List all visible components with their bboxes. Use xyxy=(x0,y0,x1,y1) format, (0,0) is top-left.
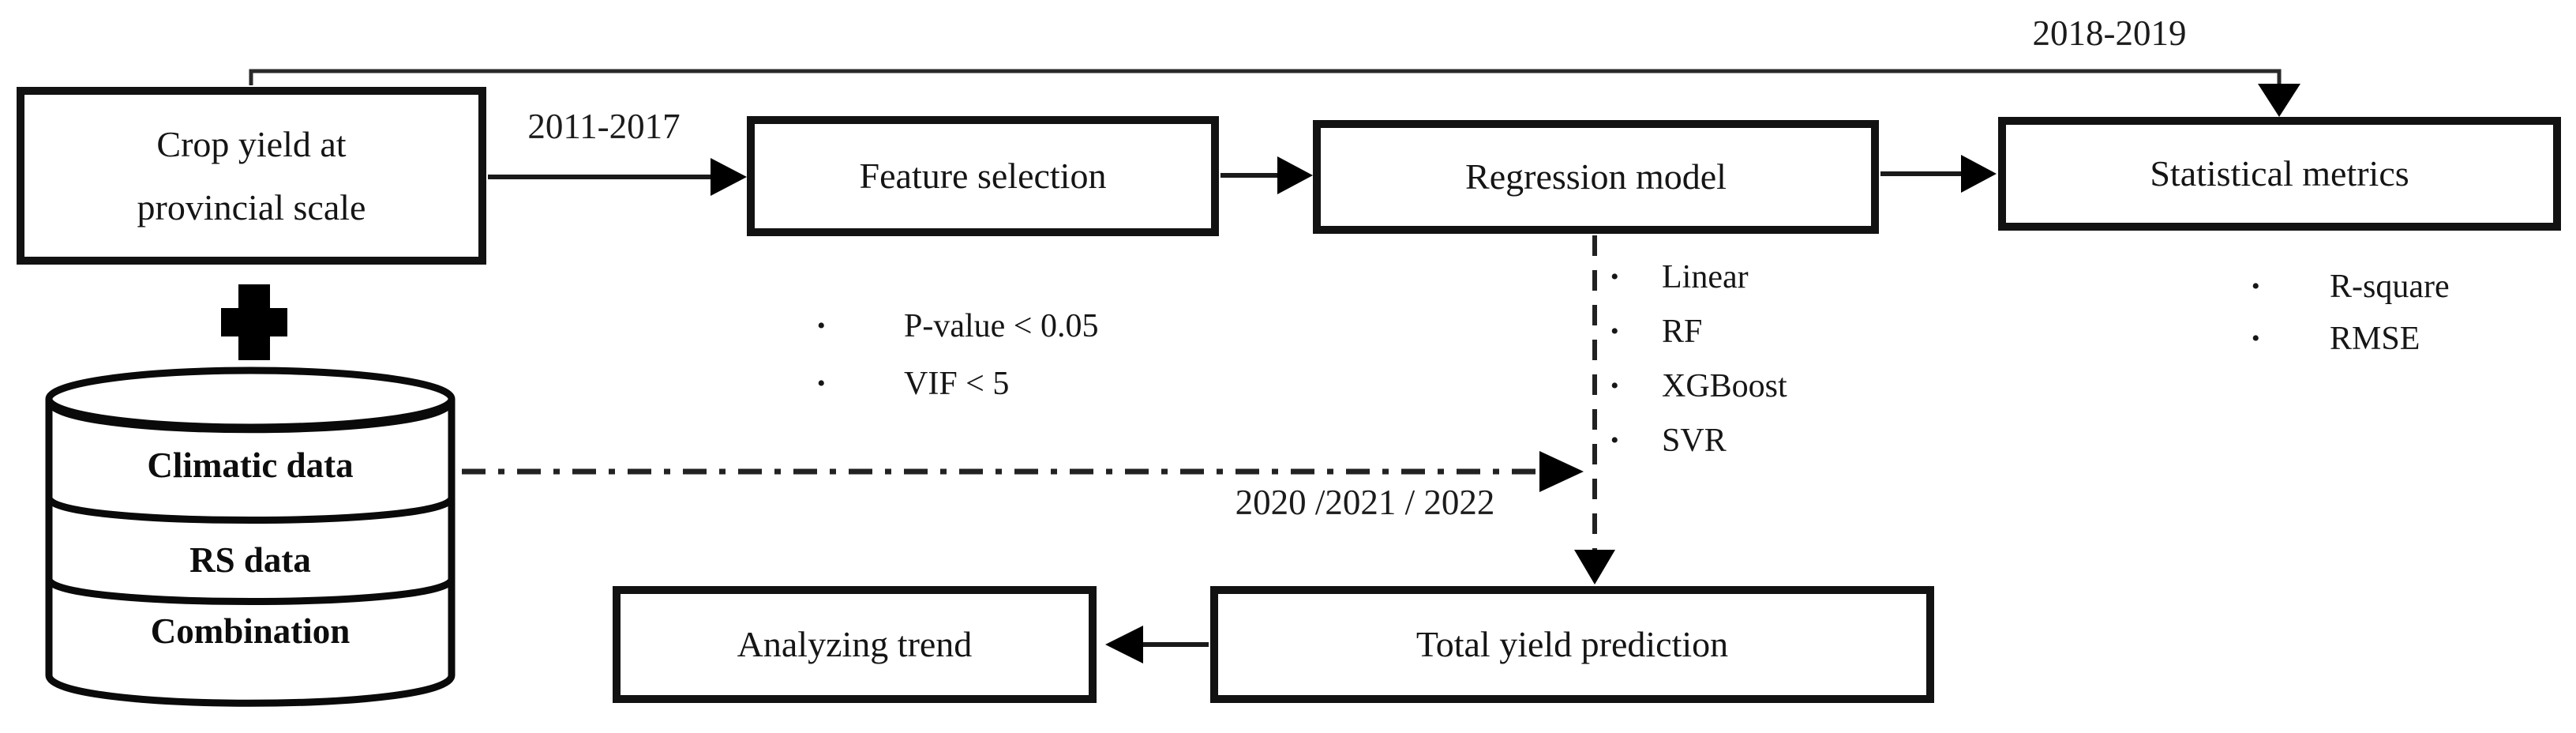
bullet-icon: • xyxy=(1610,427,1619,453)
arrowhead-into-feature-selection xyxy=(711,158,747,196)
arrowhead-into-total-yield xyxy=(1574,550,1615,585)
arrowhead-dashdot-right xyxy=(1539,451,1584,492)
list-item: • XGBoost xyxy=(1610,359,1787,413)
box-regression-model: Regression model xyxy=(1313,120,1879,234)
list-item: • R-square xyxy=(2252,261,2450,313)
label-training-period: 2011-2017 xyxy=(527,107,681,146)
metric-rmse: RMSE xyxy=(2330,321,2420,357)
box-statistical-metrics: Statistical metrics xyxy=(1998,117,2561,231)
crop-yield-label: Crop yield at provincial scale xyxy=(137,113,366,239)
label-prediction-period: 2020 /2021 / 2022 xyxy=(1235,483,1495,522)
criterion-vif: VIF < 5 xyxy=(904,365,1010,402)
list-item: • SVR xyxy=(1610,413,1787,468)
bullet-icon: • xyxy=(2252,273,2260,299)
crop-yield-label-line1: Crop yield at xyxy=(156,123,347,164)
feature-selection-criteria-list: • P-value < 0.05 • VIF < 5 xyxy=(817,297,1098,412)
database-layer-combination: Combination xyxy=(150,611,351,651)
arrowhead-into-analyzing-trend xyxy=(1105,626,1143,663)
arrowhead-into-regression-model xyxy=(1277,156,1313,194)
list-item: • Linear xyxy=(1610,250,1787,304)
bullet-icon: • xyxy=(1610,372,1619,399)
label-validation-period: 2018-2019 xyxy=(2032,13,2187,53)
bullet-icon: • xyxy=(1610,318,1619,344)
list-item: • P-value < 0.05 xyxy=(817,297,1098,355)
cylinder-separator-2 xyxy=(45,577,456,605)
total-yield-prediction-label: Total yield prediction xyxy=(1415,623,1729,664)
metric-rsquare: R-square xyxy=(2330,269,2450,305)
statistical-metrics-list: • R-square • RMSE xyxy=(2252,261,2450,365)
bullet-icon: • xyxy=(2252,325,2260,351)
arrowhead-into-statistical-metrics xyxy=(1961,155,1997,193)
cylinder-separator-1 xyxy=(45,495,456,524)
feature-selection-label: Feature selection xyxy=(859,155,1107,196)
database-cylinder-icon xyxy=(45,366,456,707)
bullet-icon: • xyxy=(817,370,826,397)
bullet-icon: • xyxy=(1610,263,1619,290)
cylinder-body xyxy=(45,399,456,707)
model-linear: Linear xyxy=(1662,258,1749,295)
crop-yield-label-line2: provincial scale xyxy=(137,186,366,227)
criterion-pvalue: P-value < 0.05 xyxy=(904,307,1099,344)
analyzing-trend-label: Analyzing trend xyxy=(737,623,973,664)
model-xgboost: XGBoost xyxy=(1662,367,1787,404)
arrowhead-down-into-statistical-metrics xyxy=(2258,84,2300,117)
model-svr: SVR xyxy=(1662,422,1727,459)
box-analyzing-trend: Analyzing trend xyxy=(613,586,1097,703)
list-item: • VIF < 5 xyxy=(817,355,1098,412)
box-total-yield-prediction: Total yield prediction xyxy=(1210,586,1934,703)
connector-validation-line xyxy=(249,69,2282,85)
list-item: • RMSE xyxy=(2252,313,2450,365)
cylinder-top-inner-rim xyxy=(45,399,456,434)
box-crop-yield: Crop yield at provincial scale xyxy=(17,87,486,265)
statistical-metrics-label: Statistical metrics xyxy=(2150,152,2409,194)
database-layer-climatic: Climatic data xyxy=(147,445,354,485)
list-item: • RF xyxy=(1610,304,1787,359)
model-rf: RF xyxy=(1662,313,1703,350)
database-layer-rs: RS data xyxy=(189,540,311,580)
regression-models-list: • Linear • RF • XGBoost • SVR xyxy=(1610,250,1787,468)
plus-icon xyxy=(221,284,287,360)
regression-model-label: Regression model xyxy=(1465,156,1727,197)
box-feature-selection: Feature selection xyxy=(747,116,1219,236)
bullet-icon: • xyxy=(817,312,826,339)
